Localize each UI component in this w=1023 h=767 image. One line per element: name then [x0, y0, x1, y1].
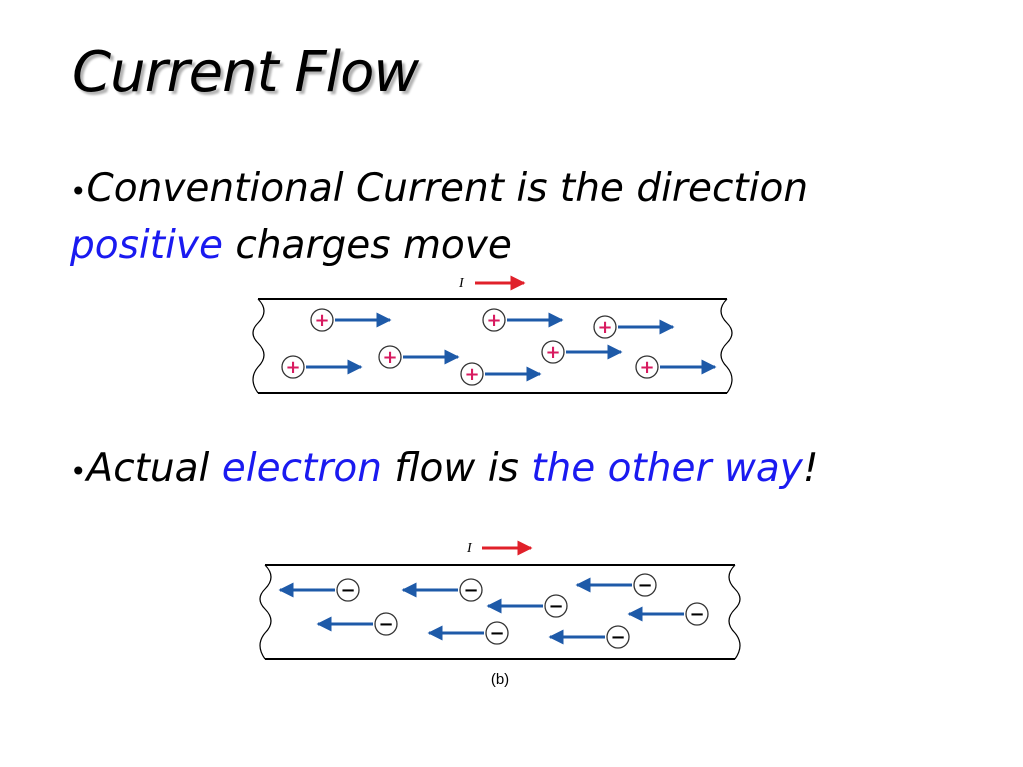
bullet-electron-flow: •Actual electron flow is the other way!: [70, 442, 818, 499]
negative-charge-circle: [606, 625, 630, 649]
negative-charge-6: −: [427, 621, 509, 645]
negative-charge-symbol: −: [463, 580, 478, 601]
diagram-caption-b: (b): [491, 671, 509, 688]
positive-charge-symbol: +: [486, 310, 501, 331]
wire-break-left-a: [252, 298, 265, 394]
negative-charge-1: −: [401, 578, 483, 602]
positive-charge-symbol: +: [597, 317, 612, 338]
negative-charge-symbol: −: [489, 623, 504, 644]
negative-charge-symbol: −: [689, 604, 704, 625]
negative-charge-2: −: [575, 573, 657, 597]
electron-highlight: electron: [221, 446, 382, 491]
bullet1-text: Conventional Current is the direction: [86, 166, 809, 211]
bullet2-part1: Actual: [86, 446, 222, 491]
positive-charge-0: +: [310, 308, 392, 332]
positive-charge-circle: [541, 340, 565, 364]
positive-charge-1: +: [482, 308, 564, 332]
bullet1-line2: positive charges move: [70, 219, 808, 273]
positive-charge-symbol: +: [545, 342, 560, 363]
positive-charge-circle: [310, 308, 334, 332]
negative-charge-circle: [336, 578, 360, 602]
positive-charge-circle: [482, 308, 506, 332]
negative-charge-3: −: [316, 612, 398, 636]
negative-charge-circle: [633, 573, 657, 597]
positive-charge-symbol: +: [464, 364, 479, 385]
wire-break-right-b: [728, 564, 741, 660]
negative-charge-symbol: −: [610, 627, 625, 648]
positive-charges: + + + + + + + +: [281, 308, 717, 386]
negative-charges: − − − − − − − −: [278, 573, 709, 649]
bullet2-part2: flow is: [381, 446, 532, 491]
positive-charge-circle: [460, 362, 484, 386]
bullet1-line1: •Conventional Current is the direction: [70, 162, 808, 219]
negative-charge-4: −: [486, 594, 568, 618]
positive-charge-circle: [378, 345, 402, 369]
positive-highlight: positive: [70, 223, 223, 268]
positive-charge-symbol: +: [382, 347, 397, 368]
negative-charge-0: −: [278, 578, 360, 602]
positive-charge-4: +: [378, 345, 460, 369]
negative-charge-circle: [485, 621, 509, 645]
negative-charge-7: −: [548, 625, 630, 649]
negative-charge-symbol: −: [637, 575, 652, 596]
diagram-a-conventional: I + + + + + + + +: [252, 275, 733, 394]
negative-charge-symbol: −: [548, 596, 563, 617]
negative-charge-circle: [685, 602, 709, 626]
bullet-dot: •: [70, 455, 87, 488]
positive-charge-symbol: +: [639, 357, 654, 378]
positive-charge-6: +: [460, 362, 542, 386]
negative-charge-circle: [459, 578, 483, 602]
positive-charge-symbol: +: [314, 310, 329, 331]
bullet-conventional-current: •Conventional Current is the direction p…: [70, 162, 808, 273]
slide-title: Current Flow: [72, 40, 419, 105]
negative-charge-circle: [374, 612, 398, 636]
negative-charge-symbol: −: [378, 614, 393, 635]
positive-charge-2: +: [593, 315, 675, 339]
bullet-dot: •: [70, 175, 87, 208]
negative-charge-5: −: [627, 602, 709, 626]
diagram-b-electron: I − − − − − − − − (b): [259, 540, 741, 688]
wire-break-right-a: [720, 298, 733, 394]
bullet1-line2-rest: charges move: [222, 223, 512, 268]
other-way-highlight: the other way: [531, 446, 803, 491]
current-label-a: I: [458, 276, 465, 291]
positive-charge-circle: [593, 315, 617, 339]
current-label-b: I: [466, 541, 473, 556]
positive-charge-3: +: [281, 355, 363, 379]
negative-charge-circle: [544, 594, 568, 618]
bullet2-part3: !: [802, 446, 819, 491]
wire-break-left-b: [259, 564, 272, 660]
negative-charge-symbol: −: [340, 580, 355, 601]
positive-charge-symbol: +: [285, 357, 300, 378]
positive-charge-7: +: [635, 355, 717, 379]
positive-charge-circle: [281, 355, 305, 379]
positive-charge-5: +: [541, 340, 623, 364]
positive-charge-circle: [635, 355, 659, 379]
